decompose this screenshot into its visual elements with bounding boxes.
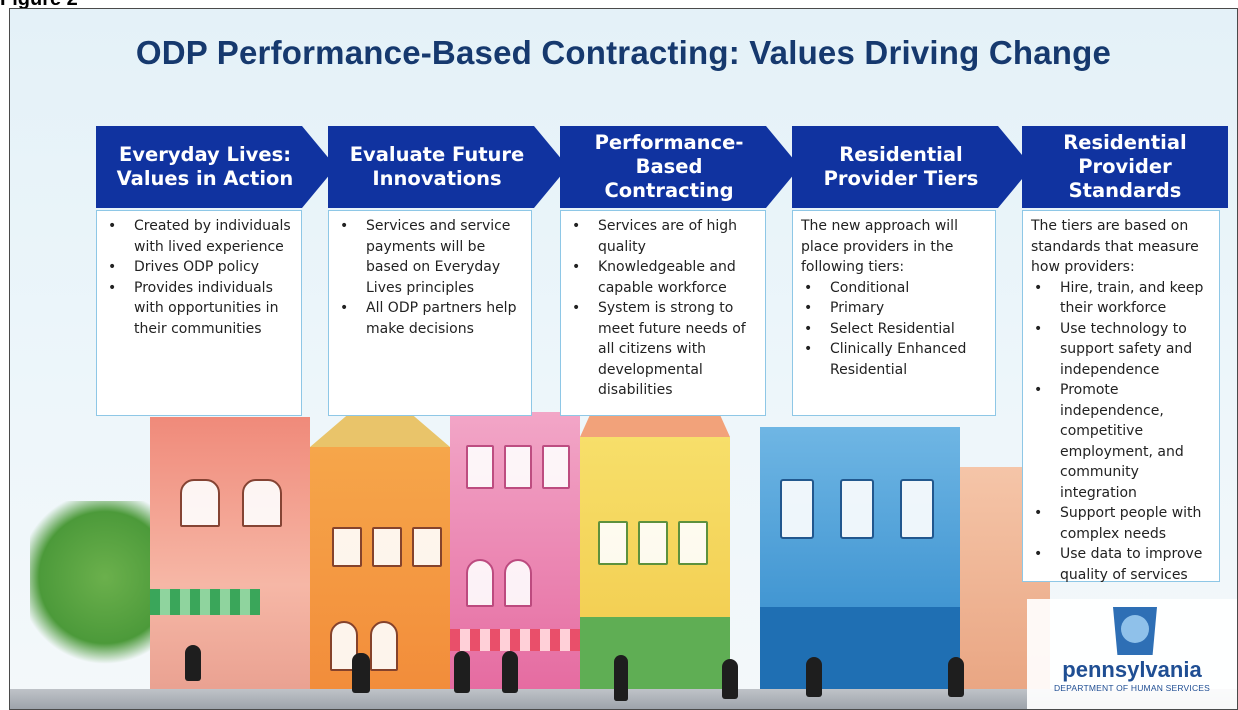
person-silhouette [502, 651, 518, 693]
intro-text: The tiers are based on standards that me… [1031, 218, 1199, 275]
list-item: Clinically Enhanced Residential [801, 339, 987, 380]
content-box-provider-standards: The tiers are based on standards that me… [1022, 210, 1220, 585]
person-silhouette [185, 645, 201, 681]
slide: ODP Performance-Based Contracting: Value… [9, 8, 1238, 710]
storefront [760, 607, 960, 697]
window [900, 479, 934, 539]
logo-name: pennsylvania [1062, 657, 1202, 682]
list-item: Primary [801, 298, 987, 319]
logo-department: DEPARTMENT OF HUMAN SERVICES [1053, 683, 1211, 693]
pa-dhs-logo: pennsylvania DEPARTMENT OF HUMAN SERVICE… [1027, 599, 1237, 709]
heading-line: Values in Action [116, 167, 294, 190]
list-item: Support people with complex needs [1031, 503, 1211, 544]
list-item: Use data to improve quality of services [1031, 544, 1211, 585]
window [780, 479, 814, 539]
person-silhouette [806, 657, 822, 697]
building [150, 417, 310, 697]
window [412, 527, 442, 567]
content-box-everyday-lives: Created by individuals with lived experi… [96, 210, 302, 416]
window [598, 521, 628, 565]
heading-line: Residential [1063, 131, 1187, 154]
page-title: ODP Performance-Based Contracting: Value… [135, 34, 1112, 71]
arrow-header-evaluate-future: Evaluate Future Innovations [328, 126, 568, 208]
window [242, 479, 282, 527]
window [372, 527, 402, 567]
window [466, 559, 494, 607]
figure-label: Figure 2 [0, 0, 78, 11]
list-item: Drives ODP policy [105, 257, 293, 278]
heading-line: Provider Tiers [823, 167, 979, 190]
window [678, 521, 708, 565]
list-item: System is strong to meet future needs of… [569, 298, 757, 401]
window [180, 479, 220, 527]
list-item: Provides individuals with opportunities … [105, 278, 293, 340]
person-silhouette [352, 653, 370, 693]
list-item: All ODP partners help make decisions [337, 298, 523, 339]
list-item: Knowledgeable and capable workforce [569, 257, 757, 298]
intro-text: The new approach will place providers in… [801, 218, 958, 275]
awning [450, 629, 580, 651]
heading-line: Residential [839, 143, 963, 166]
list-item: Created by individuals with lived experi… [105, 216, 293, 257]
window [332, 527, 362, 567]
window [504, 445, 532, 489]
list-item: Promote independence, competitive employ… [1031, 380, 1211, 503]
heading-line: Performance- [594, 131, 744, 154]
awning [150, 589, 260, 615]
window [466, 445, 494, 489]
list-item: Use technology to support safety and ind… [1031, 319, 1211, 381]
heading-line: Provider [1078, 155, 1172, 178]
window [542, 445, 570, 489]
list-item: Services and service payments will be ba… [337, 216, 523, 298]
window [840, 479, 874, 539]
content-box-evaluate-future: Services and service payments will be ba… [328, 210, 532, 416]
content-box-performance-based: Services are of high quality Knowledgeab… [560, 210, 766, 416]
arrow-header-everyday-lives: Everyday Lives: Values in Action [96, 126, 336, 208]
heading-line: Everyday Lives: [118, 143, 292, 166]
heading-line: Based [635, 155, 703, 178]
window [504, 559, 532, 607]
person-silhouette [948, 657, 964, 697]
content-box-provider-tiers: The new approach will place providers in… [792, 210, 996, 416]
list-item: Conditional [801, 278, 987, 299]
list-item: Hire, train, and keep their workforce [1031, 278, 1211, 319]
list-item: Services are of high quality [569, 216, 757, 257]
storefront [580, 617, 730, 697]
person-silhouette [614, 655, 628, 701]
list-item: Select Residential [801, 319, 987, 340]
heading-line: Standards [1068, 179, 1182, 202]
heading-line: Innovations [372, 167, 502, 190]
people-icon [1121, 615, 1149, 643]
arrow-header-provider-tiers: Residential Provider Tiers [792, 126, 1032, 208]
person-silhouette [454, 651, 470, 693]
heading-line: Evaluate Future [349, 143, 525, 166]
heading-line: Contracting [604, 179, 734, 202]
town-illustration [10, 387, 1237, 709]
arrow-header-performance-based: Performance- Based Contracting [560, 126, 800, 208]
window [370, 621, 398, 671]
window [638, 521, 668, 565]
person-silhouette [722, 659, 738, 699]
arrow-header-provider-standards: Residential Provider Standards [1022, 126, 1228, 208]
